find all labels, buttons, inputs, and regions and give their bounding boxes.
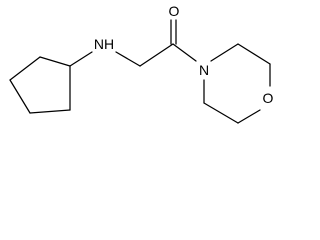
carbonyl-oxygen-label: O bbox=[169, 3, 180, 19]
bond-morph-5 bbox=[203, 102, 239, 124]
bond-nh-to-ch2 bbox=[115, 51, 141, 67]
morpholine-oxygen-label: O bbox=[263, 90, 274, 106]
morpholine-ring bbox=[203, 43, 271, 124]
morpholine-nitrogen-label: N bbox=[199, 62, 209, 78]
bond-morph-1 bbox=[210, 43, 239, 62]
bond-carbonyl-to-n bbox=[172, 43, 197, 62]
bond-morph-4 bbox=[237, 109, 261, 124]
bond-ring-2 bbox=[9, 56, 41, 81]
structure-diagram: NH O N O bbox=[9, 3, 274, 124]
cyclopentane-ring bbox=[9, 56, 71, 114]
amine-nitrogen-label: NH bbox=[94, 36, 114, 52]
bond-morph-2 bbox=[237, 43, 271, 65]
bond-ring-3 bbox=[9, 79, 31, 114]
bond-ring-1 bbox=[39, 56, 71, 67]
bond-ch2-to-carbonyl bbox=[139, 43, 174, 67]
bond-ring-4 bbox=[29, 109, 71, 114]
carbonyl-double-bond bbox=[170, 19, 177, 45]
bond-ring-to-nh bbox=[69, 51, 93, 67]
